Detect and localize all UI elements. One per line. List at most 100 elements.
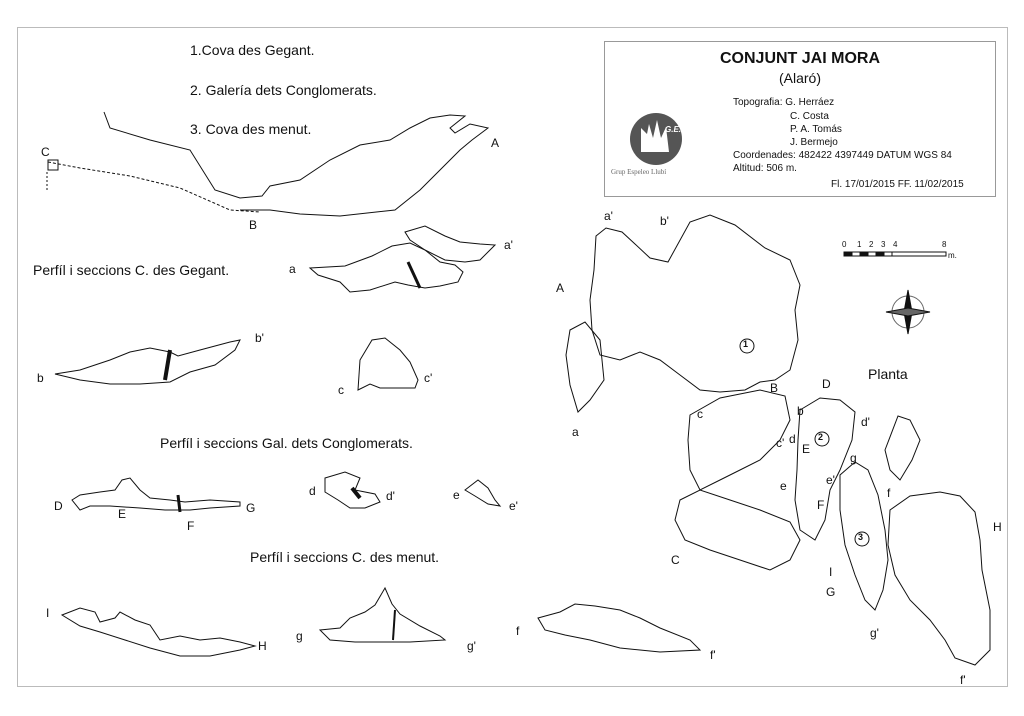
plan-label-d: d	[789, 432, 796, 446]
plan-chamber-1	[589, 214, 801, 393]
plan-label-E: E	[802, 442, 811, 456]
profile-label-a-prime: a'	[504, 238, 513, 252]
plan-label-b: b	[797, 404, 804, 418]
profile-label-E: E	[118, 507, 127, 521]
plan-passage-a	[565, 321, 605, 413]
plan-marker-2	[814, 431, 830, 447]
legend-item-3: 3. Cova des menut.	[190, 121, 312, 137]
profile-gegant-entrance	[47, 159, 59, 171]
title-block: CONJUNT JAI MORA (Alaró) G.E.L.L. Grup E…	[604, 41, 996, 197]
plan-label-A: A	[556, 281, 565, 295]
plan-label-F: F	[817, 498, 825, 512]
scale-bar	[843, 251, 947, 257]
profile-label-g: g	[296, 629, 303, 643]
plan-label-B: B	[770, 381, 779, 395]
section-title-gegant: Perfíl i seccions C. des Gegant.	[33, 262, 230, 278]
plan-passage-c	[687, 389, 791, 491]
plan-passage-C	[674, 489, 801, 571]
profile-label-f: f	[516, 624, 520, 638]
scale-tick-1: 1	[857, 240, 862, 249]
plan-marker-3	[854, 531, 870, 547]
plan-label-f: f	[887, 486, 891, 500]
profile-label-d: d	[309, 484, 316, 498]
plan-label-c: c	[697, 407, 703, 421]
profile-label-B: B	[249, 218, 258, 232]
plan-label-d-prime: d'	[861, 415, 870, 429]
author-2: C. Costa	[790, 111, 829, 122]
profile-label-f-prime: f'	[710, 648, 716, 662]
section-title-conglomerats: Perfíl i seccions Gal. dets Conglomerats…	[160, 435, 413, 451]
profile-label-e: e	[453, 488, 460, 502]
plan-chamber-3	[839, 461, 889, 611]
profile-conglomerats-outline	[71, 477, 241, 511]
legend-item-2: 2. Galería dets Conglomerats.	[190, 82, 377, 98]
gell-logo	[630, 113, 682, 165]
plan-label-c-prime: c'	[776, 436, 785, 450]
plan-label-G: G	[826, 585, 836, 599]
plan-number-3: 3	[858, 532, 864, 542]
section-e-outline	[464, 479, 502, 507]
plan-label-a-prime: a'	[604, 209, 613, 223]
profile-gegant-outline	[103, 111, 490, 217]
plan-label-b-prime: b'	[660, 214, 669, 228]
profile-label-a: a	[289, 262, 296, 276]
profile-label-I: I	[46, 606, 50, 620]
profile-label-g-prime: g'	[467, 639, 476, 653]
topografia-line: Topografia: G. Herráez	[733, 97, 835, 108]
plan-marker-1	[739, 338, 755, 354]
section-c-outline	[357, 337, 419, 391]
profile-label-H: H	[258, 639, 267, 653]
profile-label-c-prime: c'	[424, 371, 433, 385]
section-f-outline	[537, 603, 702, 653]
plan-number-2: 2	[818, 432, 824, 442]
plan-label-f-prime: f'	[960, 673, 966, 687]
profile-label-b-prime: b'	[255, 331, 264, 345]
plan-label-C: C	[671, 553, 680, 567]
plan-title: Planta	[868, 366, 908, 382]
north-arrow	[885, 289, 931, 335]
plan-label-e: e	[780, 479, 787, 493]
scale-tick-4: 4	[893, 240, 898, 249]
plan-label-e-prime: e'	[826, 473, 835, 487]
scale-tick-2: 2	[869, 240, 874, 249]
plan-chamber-2	[794, 397, 856, 541]
section-a-outline	[308, 242, 464, 293]
section-d-outline	[324, 471, 381, 509]
map-frame	[17, 27, 1008, 687]
profile-label-G: G	[246, 501, 256, 515]
section-title-menut: Perfíl i seccions C. des menut.	[250, 549, 440, 565]
profile-label-b: b	[37, 371, 44, 385]
plan-label-g-prime: g'	[870, 626, 879, 640]
map-title: CONJUNT JAI MORA	[719, 50, 880, 67]
profile-label-A: A	[491, 136, 500, 150]
plan-label-a: a	[572, 425, 579, 439]
profile-label-F: F	[187, 519, 195, 533]
survey-dates: Fl. 17/01/2015 FF. 11/02/2015	[831, 179, 964, 190]
author-4: J. Bermejo	[790, 137, 838, 148]
author-3: P. A. Tomás	[790, 124, 842, 135]
coordinates: Coordenades: 482422 4397449 DATUM WGS 84	[733, 150, 952, 161]
profile-label-C: C	[41, 145, 50, 159]
plan-label-g: g	[850, 451, 857, 465]
scale-unit: m.	[948, 251, 957, 260]
profile-label-c: c	[338, 383, 344, 397]
map-subtitle: (Alaró)	[778, 70, 821, 86]
logo-ring-text: Grup Espeleo Llubí	[611, 168, 667, 176]
plan-label-H: H	[993, 520, 1002, 534]
profile-label-e-prime: e'	[509, 499, 518, 513]
plan-number-1: 1	[743, 339, 749, 349]
scale-tick-0: 0	[842, 240, 847, 249]
profile-label-D: D	[54, 499, 63, 513]
profile-gegant-floor	[47, 161, 261, 213]
plan-chamber-H	[887, 491, 991, 666]
altitude: Altitud: 506 m.	[733, 163, 797, 174]
profile-menut-outline	[60, 607, 257, 657]
plan-passage-f	[884, 415, 921, 481]
legend-item-1: 1.Cova des Gegant.	[190, 42, 315, 58]
section-b-outline	[54, 339, 241, 385]
section-a-upper	[404, 225, 497, 263]
plan-label-D: D	[822, 377, 831, 391]
profile-label-d-prime: d'	[386, 489, 395, 503]
plan-label-I: I	[829, 565, 833, 579]
